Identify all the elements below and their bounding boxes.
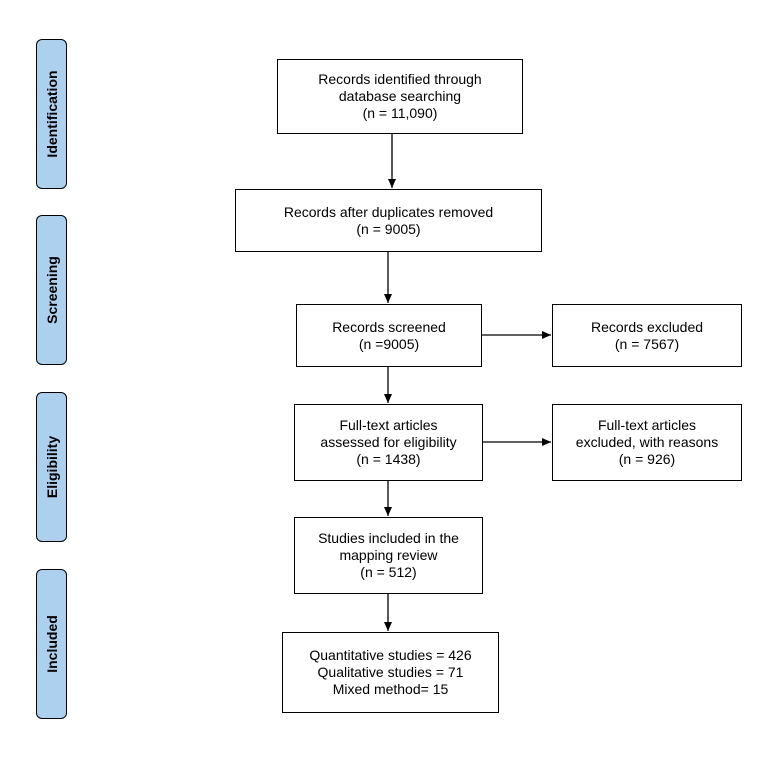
box-text: (n = 1438) [356, 451, 421, 467]
box-text: (n = 512) [360, 564, 417, 580]
box-text: (n = 9005) [356, 220, 421, 237]
box-text: mapping review [339, 547, 438, 563]
box-text: (n = 926) [618, 451, 676, 467]
box-text: Records identified through [318, 71, 482, 87]
box-study-types: Quantitative studies = 426 Qualitative s… [282, 632, 499, 713]
box-text: Mixed method= 15 [332, 681, 449, 697]
box-text: Quantitative studies = 426 [309, 647, 472, 663]
box-text: Full-text articles [597, 417, 696, 433]
box-text: Full-text articles [339, 417, 438, 433]
phase-eligibility: Eligibility [36, 392, 67, 542]
box-text: Studies included in the [318, 530, 459, 546]
box-records-identified: Records identified through database sear… [277, 59, 523, 134]
box-records-screened: Records screened (n =9005) [296, 304, 482, 367]
box-fulltext-excluded: Full-text articles excluded, with reason… [552, 404, 742, 481]
box-text: Records excluded [590, 318, 704, 335]
box-text: assessed for eligibility [320, 434, 457, 450]
box-text: Records screened [332, 318, 446, 335]
box-text: Records after duplicates removed [283, 203, 494, 220]
box-after-duplicates: Records after duplicates removed (n = 90… [235, 189, 542, 252]
box-text: excluded, with reasons [575, 434, 719, 450]
box-text: Qualitative studies = 71 [317, 664, 464, 680]
phase-screening: Screening [36, 215, 67, 365]
box-text: (n =9005) [358, 335, 420, 352]
box-text: (n = 11,090) [362, 105, 438, 121]
box-included-review: Studies included in the mapping review (… [294, 517, 483, 594]
box-fulltext-assessed: Full-text articles assessed for eligibil… [294, 404, 483, 481]
phase-identification: Identification [36, 39, 67, 189]
phase-included: Included [36, 569, 67, 719]
box-records-excluded: Records excluded (n = 7567) [552, 304, 742, 367]
box-text: (n = 7567) [614, 335, 680, 352]
box-text: database searching [338, 88, 462, 104]
